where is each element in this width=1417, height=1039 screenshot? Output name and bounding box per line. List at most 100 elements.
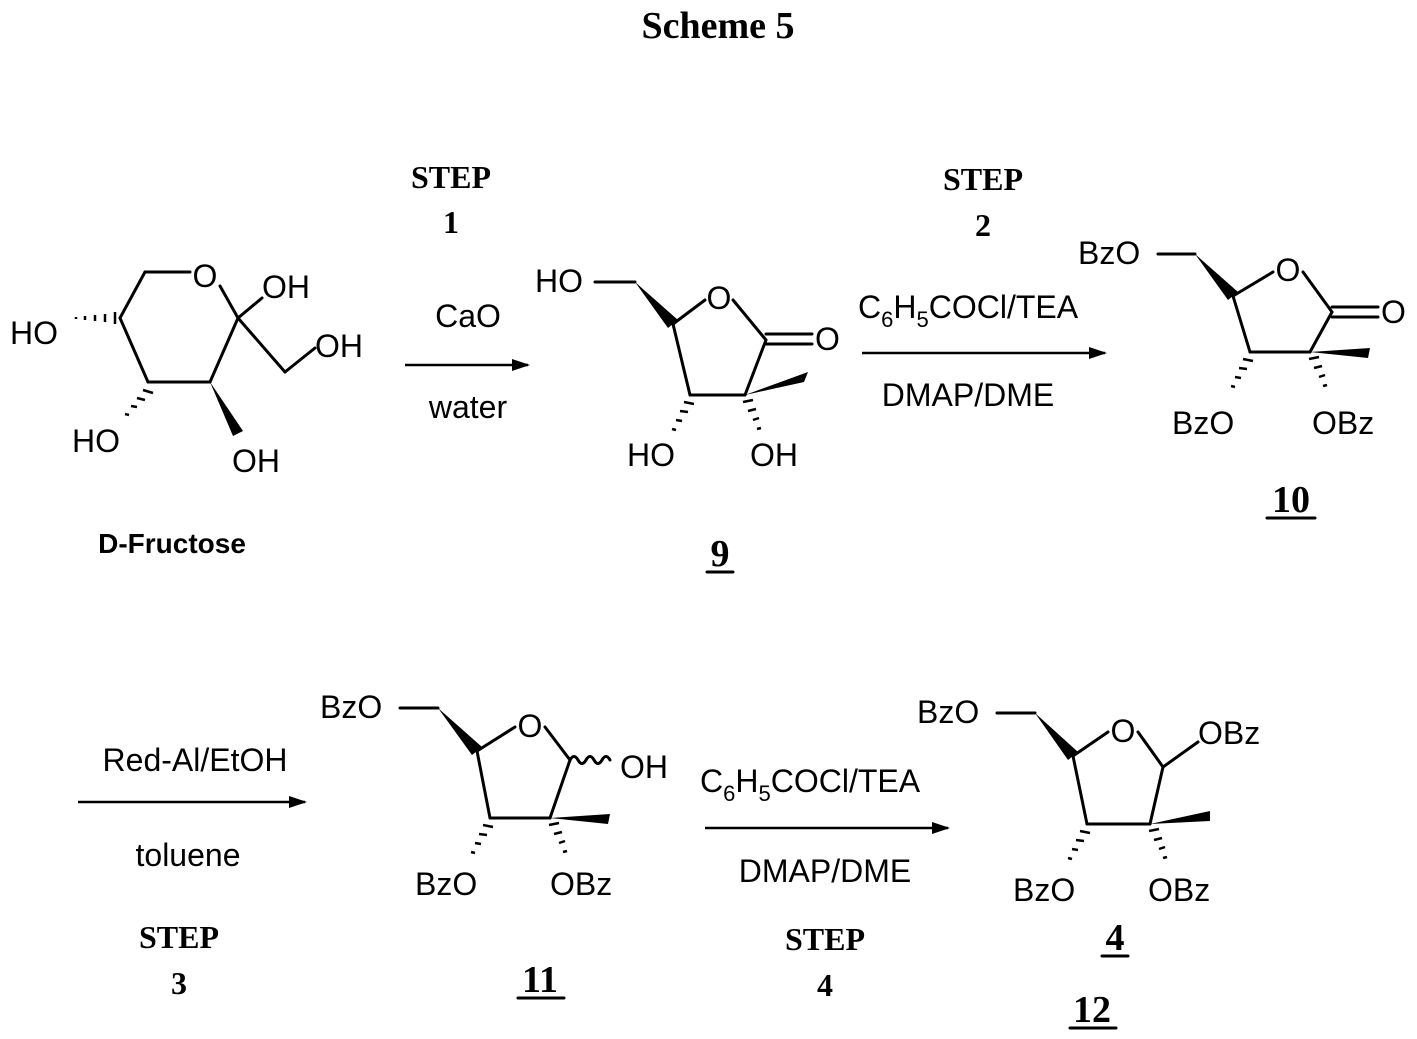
step-number: 4: [817, 967, 833, 1003]
reagent-above: Red-Al/EtOH: [103, 742, 288, 778]
hashed-bond: [1309, 357, 1327, 386]
compound-number: 4: [1106, 917, 1125, 959]
atom-label: BzO: [1172, 405, 1234, 441]
atom-label: HO: [72, 423, 120, 459]
atom-label: OH: [262, 269, 310, 305]
bond: [238, 318, 285, 372]
wedge-bond: [635, 282, 678, 328]
step-3: Red-Al/EtOH toluene STEP 3: [78, 742, 305, 1001]
step-number: 1: [443, 204, 459, 240]
compound-number-alt: 12: [1073, 989, 1111, 1031]
compound-number: 10: [1272, 479, 1310, 521]
bond: [1303, 272, 1332, 312]
step-number: 2: [975, 207, 991, 243]
hashed-bond: [743, 400, 761, 429]
compound-4-structure: BzO O OBz BzO OBz 4 12: [917, 694, 1260, 1031]
d-fructose-structure: O OH OH HO HO OH D-Fructose: [10, 258, 363, 559]
hashed-bond: [549, 823, 567, 852]
bond: [477, 751, 490, 818]
wedge-bond: [1195, 254, 1238, 300]
atom-label: O: [518, 708, 543, 744]
atom-label: O: [707, 280, 732, 316]
bond: [285, 348, 315, 372]
bond: [550, 760, 570, 818]
atom-label: BzO: [415, 866, 477, 902]
bond: [1233, 272, 1273, 296]
bond: [545, 727, 570, 760]
atom-label: HO: [535, 263, 583, 299]
bond: [120, 318, 148, 382]
step-2: STEP 2 C6H5COCl/TEA DMAP/DME: [858, 161, 1105, 413]
bond: [220, 286, 238, 318]
bond: [1163, 742, 1198, 767]
atom-label: BzO: [917, 694, 979, 730]
compound-number: 9: [711, 533, 730, 575]
atom-label: O: [815, 321, 840, 357]
atom-label: HO: [627, 437, 675, 473]
atom-label: OBz: [1148, 872, 1210, 908]
hashed-bond: [672, 402, 694, 430]
step-1: STEP 1 CaO water: [405, 159, 528, 425]
wedge-bond: [1150, 811, 1210, 824]
atom-label: OH: [232, 443, 280, 479]
atom-label: OH: [750, 437, 798, 473]
bond: [1138, 732, 1163, 767]
bond: [120, 272, 145, 318]
atom-label: BzO: [320, 689, 382, 725]
atom-label: O: [1276, 252, 1301, 288]
hashed-bond: [76, 312, 115, 324]
wedge-bond: [550, 814, 610, 824]
step-number: 3: [171, 965, 187, 1001]
bond: [1073, 756, 1087, 824]
hashed-bond: [1231, 359, 1253, 387]
reagent-above: CaO: [435, 298, 501, 334]
atom-label: OH: [620, 749, 668, 785]
reagent-below: water: [428, 389, 508, 425]
bond: [1233, 296, 1250, 352]
wedge-bond: [1310, 348, 1370, 358]
atom-label: O: [193, 258, 218, 294]
reagent-above: C6H5COCl/TEA: [700, 763, 921, 806]
wedge-bond: [1035, 713, 1078, 760]
hashed-bond: [471, 825, 493, 853]
wedge-bond: [438, 708, 482, 755]
step-label: STEP: [785, 921, 865, 957]
bond: [210, 318, 238, 382]
atom-label: HO: [10, 315, 58, 351]
bond: [477, 727, 515, 751]
wedge-bond: [210, 382, 243, 436]
compound-number: 11: [522, 959, 558, 1001]
step-label: STEP: [139, 919, 219, 955]
atom-label: O: [1111, 713, 1136, 749]
hashed-bond: [125, 390, 153, 415]
compound-11-structure: BzO O OH BzO OBz 11: [320, 689, 668, 1001]
bond: [745, 340, 766, 395]
step-4: C6H5COCl/TEA DMAP/DME STEP 4: [700, 763, 948, 1003]
bond: [1073, 732, 1108, 756]
reagent-below: toluene: [136, 837, 241, 873]
wedge-bond: [745, 372, 808, 395]
step-label: STEP: [943, 161, 1023, 197]
bond: [1310, 312, 1332, 352]
step-label: STEP: [411, 159, 491, 195]
atom-label: OH: [315, 328, 363, 364]
atom-label: BzO: [1078, 235, 1140, 271]
bond: [673, 300, 705, 324]
reagent-below: DMAP/DME: [882, 377, 1054, 413]
atom-label: OBz: [1198, 715, 1260, 751]
compound-10-structure: BzO O O BzO OBz 10: [1078, 235, 1406, 521]
compound-9-structure: HO O O HO OH 9: [535, 263, 840, 575]
hashed-bond: [1149, 829, 1167, 858]
hashed-bond: [1068, 831, 1090, 859]
scheme-title: Scheme 5: [641, 5, 794, 47]
reagent-above: C6H5COCl/TEA: [858, 289, 1079, 332]
wavy-bond: [570, 757, 610, 764]
atom-label: O: [1381, 294, 1406, 330]
bond: [238, 298, 262, 318]
reagent-below: DMAP/DME: [739, 853, 911, 889]
compound-name: D-Fructose: [98, 528, 246, 559]
bond: [1150, 767, 1163, 824]
bond: [733, 300, 766, 340]
atom-label: OBz: [1312, 405, 1374, 441]
